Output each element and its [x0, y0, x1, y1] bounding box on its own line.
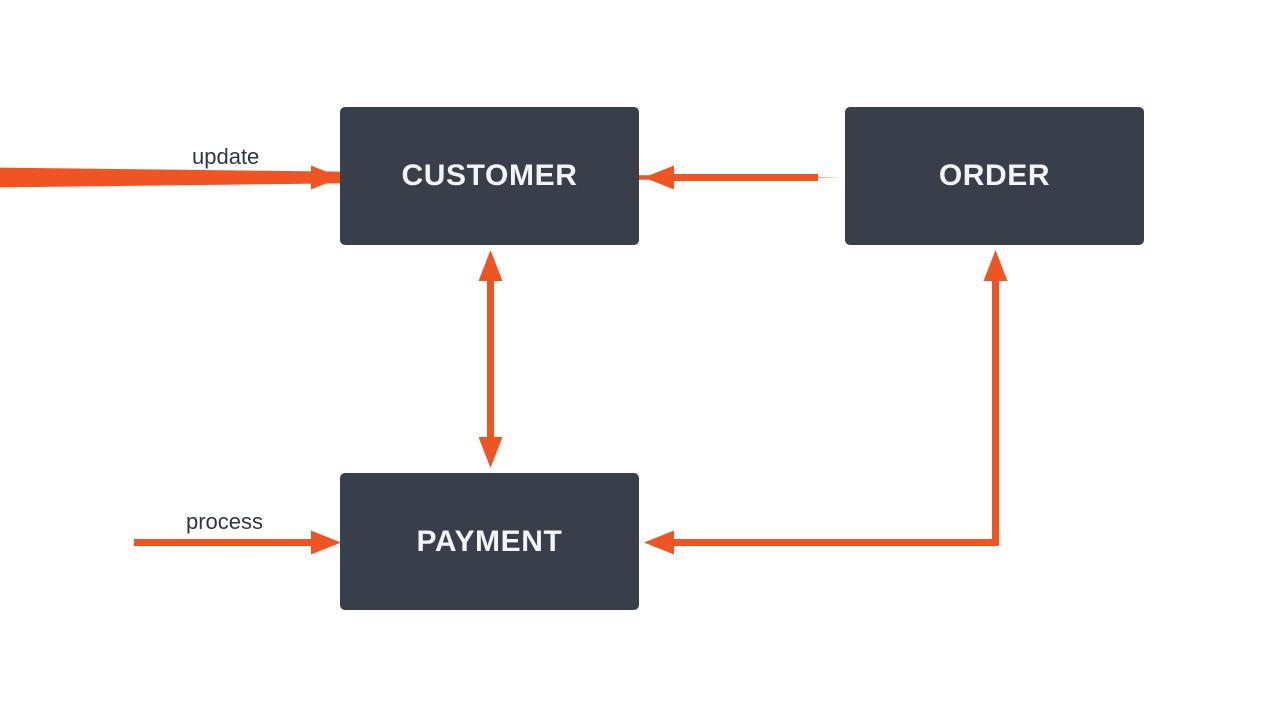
arrowhead-up: [478, 250, 503, 281]
edge-label-process: process: [186, 509, 264, 534]
node-customer[interactable]: CUSTOMER: [340, 107, 639, 245]
connector-process-to-payment: [134, 530, 341, 555]
arrowhead-right: [311, 530, 341, 555]
node-label-customer: CUSTOMER: [401, 159, 578, 192]
node-payment[interactable]: PAYMENT: [340, 473, 639, 610]
arrowhead-down: [478, 437, 503, 468]
connector-elbow-line: [668, 281, 999, 546]
node-label-payment: PAYMENT: [416, 524, 563, 558]
arrowhead-left: [644, 530, 674, 555]
node-label-order: ORDER: [938, 159, 1051, 192]
edge-label-update: update: [192, 144, 260, 169]
arrowhead-up: [983, 250, 1008, 281]
connector-order-payment: [644, 250, 1008, 555]
connector-customer-payment: [478, 250, 503, 468]
node-order[interactable]: ORDER: [845, 107, 1144, 245]
